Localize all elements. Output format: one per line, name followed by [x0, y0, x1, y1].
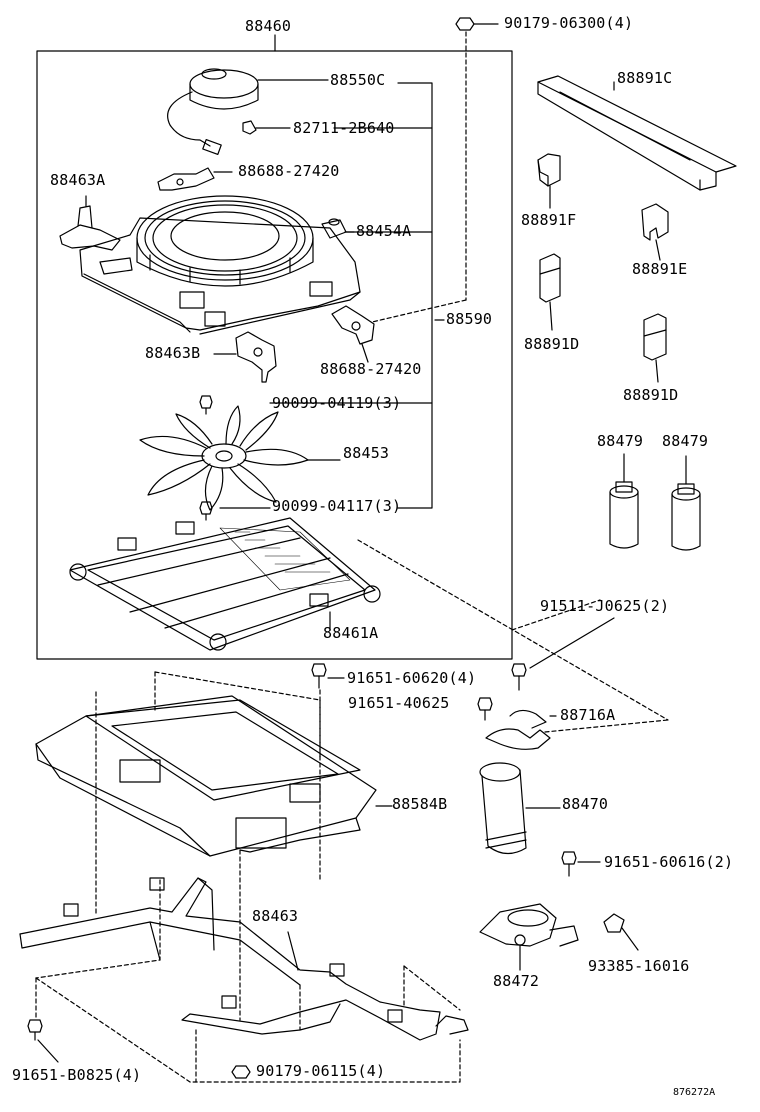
- label-88590: 88590: [446, 310, 493, 328]
- part-88688-27420-lower: [331, 305, 375, 363]
- label-88550C: 88550C: [330, 71, 386, 89]
- label-90179-06115: 90179-06115(4): [256, 1062, 386, 1080]
- label-88891E: 88891E: [632, 260, 688, 278]
- part-93385-16016: [603, 913, 639, 951]
- label-88688-27420-top: 88688-27420: [238, 162, 340, 180]
- part-88463-frame: [19, 877, 469, 1041]
- nut-90179-06115: [231, 1065, 251, 1079]
- label-88584B: 88584B: [392, 795, 448, 813]
- bolt-91511-J0625: [511, 663, 527, 691]
- dash-link-2: [371, 299, 467, 323]
- label-88463A: 88463A: [50, 171, 106, 189]
- part-88891E: [641, 203, 669, 261]
- screw-90099-04119: [199, 395, 213, 415]
- label-88891C: 88891C: [617, 69, 673, 87]
- part-88463A: [59, 195, 121, 251]
- label-90099-04119: 90099-04119(3): [272, 394, 402, 412]
- label-91651-60616: 91651-60616(2): [604, 853, 734, 871]
- label-88891D-b: 88891D: [623, 386, 679, 404]
- label-88453: 88453: [343, 444, 390, 462]
- part-88472: [479, 903, 579, 971]
- label-88891F: 88891F: [521, 211, 577, 229]
- label-82711-2B640: 82711-2B640: [293, 119, 395, 137]
- label-88460: 88460: [245, 17, 292, 35]
- part-fan-shroud: [79, 195, 361, 335]
- label-88470: 88470: [562, 795, 609, 813]
- part-88454A: [321, 218, 355, 239]
- part-88688-27420-top: [157, 167, 233, 191]
- label-88716A: 88716A: [560, 706, 616, 724]
- part-88584B-housing: [35, 695, 393, 857]
- bolt-91651-60616: [561, 851, 601, 877]
- part-88891D-a: [539, 253, 561, 331]
- label-91511-J0625: 91511-J0625(2): [540, 597, 670, 615]
- label-88891D-a: 88891D: [524, 335, 580, 353]
- bolt-91651-B0825: [27, 1019, 59, 1063]
- part-88479-a: [609, 453, 639, 549]
- nut-90179-06300: [455, 17, 499, 31]
- part-88891C: [537, 75, 737, 191]
- label-90179-06300: 90179-06300(4): [504, 14, 634, 32]
- bolt-91651-60620: [311, 663, 345, 689]
- part-88891F: [537, 153, 561, 209]
- part-88461A-condenser: [69, 517, 381, 651]
- bolt-91651-40625: [477, 697, 493, 721]
- part-88716A: [485, 709, 557, 750]
- label-88463B: 88463B: [145, 344, 201, 362]
- label-88454A: 88454A: [356, 222, 412, 240]
- label-876272A: 876272A: [673, 1087, 716, 1098]
- label-88479-b: 88479: [662, 432, 709, 450]
- part-88470: [479, 762, 561, 855]
- label-88479-a: 88479: [597, 432, 644, 450]
- label-88463: 88463: [252, 907, 299, 925]
- part-88463B: [213, 331, 277, 383]
- part-88479-b: [671, 455, 701, 551]
- part-88550C: [167, 68, 329, 156]
- label-88688-27420-lower: 88688-27420: [320, 360, 422, 378]
- label-88472: 88472: [493, 972, 540, 990]
- part-88453-fan: [139, 405, 341, 511]
- part-82711-2B640: [242, 120, 291, 135]
- label-91651-40625: 91651-40625: [348, 694, 450, 712]
- label-90099-04117: 90099-04117(3): [272, 497, 402, 515]
- part-88891D-b: [643, 313, 667, 383]
- bracket-88590: [397, 82, 433, 509]
- label-91651-60620: 91651-60620(4): [347, 669, 477, 687]
- label-88461A: 88461A: [323, 624, 379, 642]
- screw-90099-04117: [199, 501, 213, 521]
- label-93385-16016: 93385-16016: [588, 957, 690, 975]
- label-91651-B0825: 91651-B0825(4): [12, 1066, 142, 1084]
